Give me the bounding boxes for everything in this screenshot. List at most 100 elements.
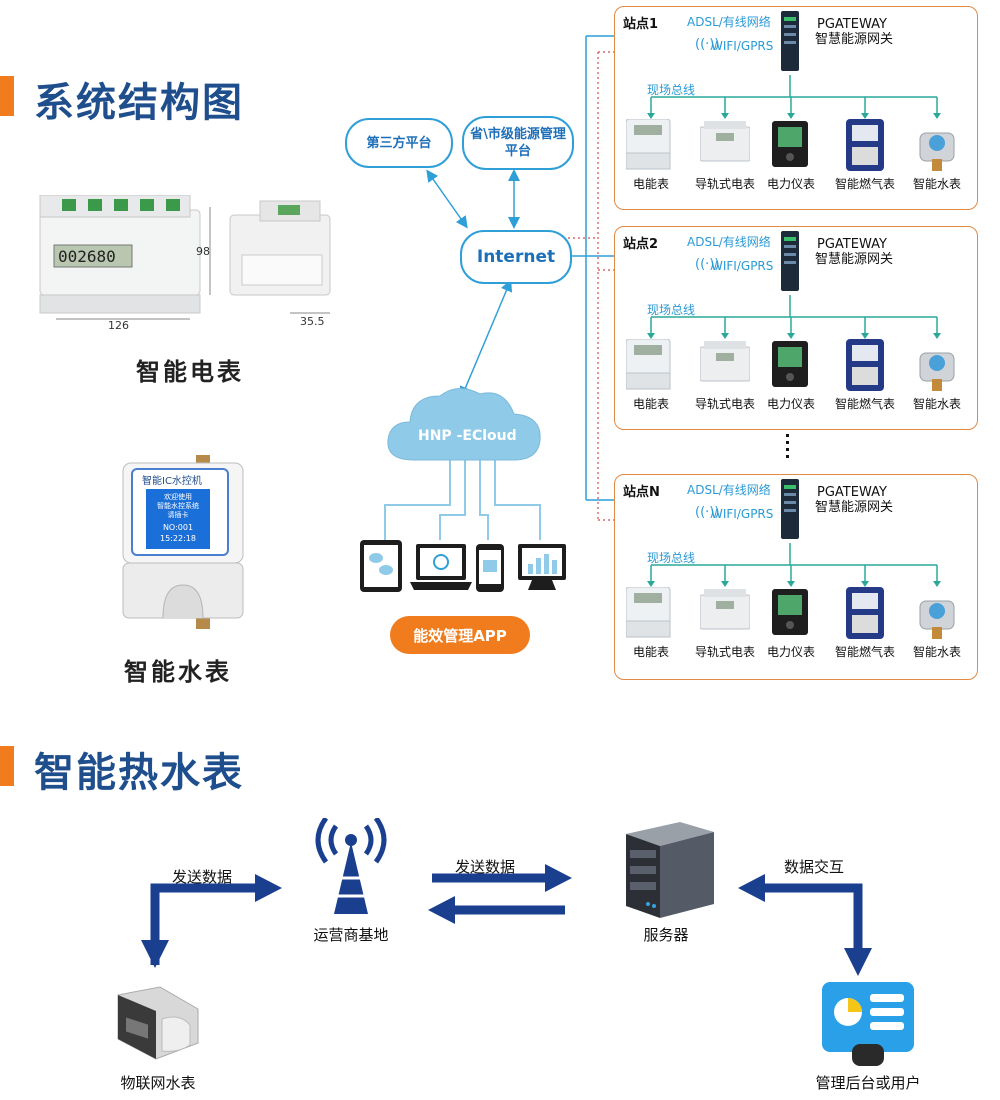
device-label: 电能表: [632, 397, 670, 411]
field-bus-label: 现场总线: [647, 83, 696, 97]
station-name: 站点N: [623, 485, 660, 500]
device-icon: [772, 589, 808, 635]
device-label: 电能表: [632, 177, 670, 191]
field-bus-label: 现场总线: [647, 303, 696, 317]
device-icon: [700, 589, 750, 630]
device-icon: [626, 339, 671, 390]
gov-energy-platform: 省\市级能源管理平台: [462, 116, 574, 170]
device-icon: [919, 132, 955, 171]
tablet-icon: [360, 540, 402, 592]
client-devices: [360, 540, 566, 592]
meter-reading: 002680: [58, 247, 116, 266]
server-icon: [626, 822, 714, 918]
device-icon: [772, 341, 808, 387]
device-icon: [919, 352, 955, 391]
field-bus-lines: [647, 543, 941, 587]
station-wifi-label: WIFI/GPRS: [711, 507, 774, 521]
water-screen-line-3: 请插卡: [168, 510, 189, 519]
station-wifi-label: WIFI/GPRS: [711, 259, 774, 273]
device-label: 电力仪表: [766, 397, 816, 411]
device-label: 电力仪表: [766, 645, 816, 659]
device-label: 导轨式电表: [694, 397, 756, 411]
device-icon: [700, 121, 750, 162]
energy-app-button[interactable]: 能效管理APP: [390, 616, 530, 654]
gateway-name: PGATEWAY: [817, 17, 887, 32]
laptop-icon: [410, 544, 472, 590]
station-adsl-label: ADSL/有线网络: [687, 235, 771, 249]
wifi-icon: ((·)): [695, 257, 720, 272]
device-icon: [846, 339, 884, 391]
station-adsl-label: ADSL/有线网络: [687, 483, 771, 497]
backend-label: 管理后台或用户: [815, 1074, 921, 1092]
device-label: 导轨式电表: [694, 177, 756, 191]
field-bus-label: 现场总线: [647, 551, 696, 565]
section-marker: [0, 76, 14, 116]
device-label: 智能燃气表: [834, 645, 896, 659]
section-marker-2: [0, 746, 14, 786]
dim-side: 35.5: [300, 315, 325, 328]
device-icon: [626, 587, 671, 638]
water-screen-title: 智能IC水控机: [142, 474, 202, 487]
station-name: 站点2: [623, 237, 659, 252]
device-icon: [772, 121, 808, 167]
station-name: 站点1: [623, 17, 659, 32]
water-screen-no: NO:001: [163, 523, 193, 532]
monitor-icon: [518, 544, 566, 590]
server-label: 服务器: [643, 926, 689, 944]
iot-water-meter-icon: [117, 986, 199, 1060]
wifi-icon: ((·)): [695, 37, 720, 52]
cloud-label: HNP -ECloud: [418, 428, 517, 444]
send-data-label-1: 发送数据: [172, 868, 233, 886]
device-icon: [846, 587, 884, 639]
water-screen-line-2: 智能水控系统: [157, 501, 199, 510]
iot-water-meter-label: 物联网水表: [120, 1074, 196, 1092]
device-label: 智能水表: [912, 397, 962, 411]
gateway-desc: 智慧能源网关: [815, 500, 894, 515]
gateway-name: PGATEWAY: [817, 237, 887, 252]
device-label: 导轨式电表: [694, 645, 756, 659]
gateway-name: PGATEWAY: [817, 485, 887, 500]
water-screen-time: 15:22:18: [160, 534, 196, 543]
hot-water-flow-arrows: [141, 864, 872, 976]
water-meter-image: 智能IC水控机 欢迎使用 智能水控系统 请插卡 NO:001 15:22:18: [122, 455, 244, 629]
station-wifi-label: WIFI/GPRS: [711, 39, 774, 53]
device-label: 电力仪表: [766, 177, 816, 191]
water-screen-line-1: 欢迎使用: [164, 492, 192, 501]
base-station-label: 运营商基地: [313, 926, 389, 944]
section-title-hot-water: 智能热水表: [34, 750, 244, 796]
dashboard-icon: [822, 982, 914, 1066]
device-label: 智能水表: [912, 177, 962, 191]
dim-width: 126: [108, 319, 129, 330]
gateway-device-icon: [781, 11, 799, 71]
device-label: 智能燃气表: [834, 177, 896, 191]
send-data-label-2: 发送数据: [455, 858, 516, 876]
field-bus-lines: [647, 295, 941, 339]
field-bus-lines: [647, 75, 941, 119]
device-label: 智能水表: [912, 645, 962, 659]
base-station-icon: [315, 818, 387, 914]
internet-node: Internet: [460, 230, 572, 284]
third-party-platform: 第三方平台: [345, 118, 453, 168]
wifi-icon: ((·)): [695, 505, 720, 520]
phone-icon: [476, 544, 504, 592]
station-ellipsis: [786, 434, 790, 458]
device-label: 电能表: [632, 645, 670, 659]
water-meter-label: 智能水表: [124, 658, 232, 686]
device-icon: [626, 119, 671, 170]
data-exchange-label: 数据交互: [784, 858, 845, 876]
gateway-desc: 智慧能源网关: [815, 32, 894, 47]
electric-meter-image: 002680 98 126 35.5: [39, 195, 331, 330]
gateway-device-icon: [781, 479, 799, 539]
gateway-desc: 智慧能源网关: [815, 252, 894, 267]
section-title-architecture: 系统结构图: [34, 80, 244, 126]
device-icon: [700, 341, 750, 382]
electric-meter-label: 智能电表: [136, 358, 244, 386]
dim-height: 98: [196, 245, 210, 258]
device-icon: [846, 119, 884, 171]
